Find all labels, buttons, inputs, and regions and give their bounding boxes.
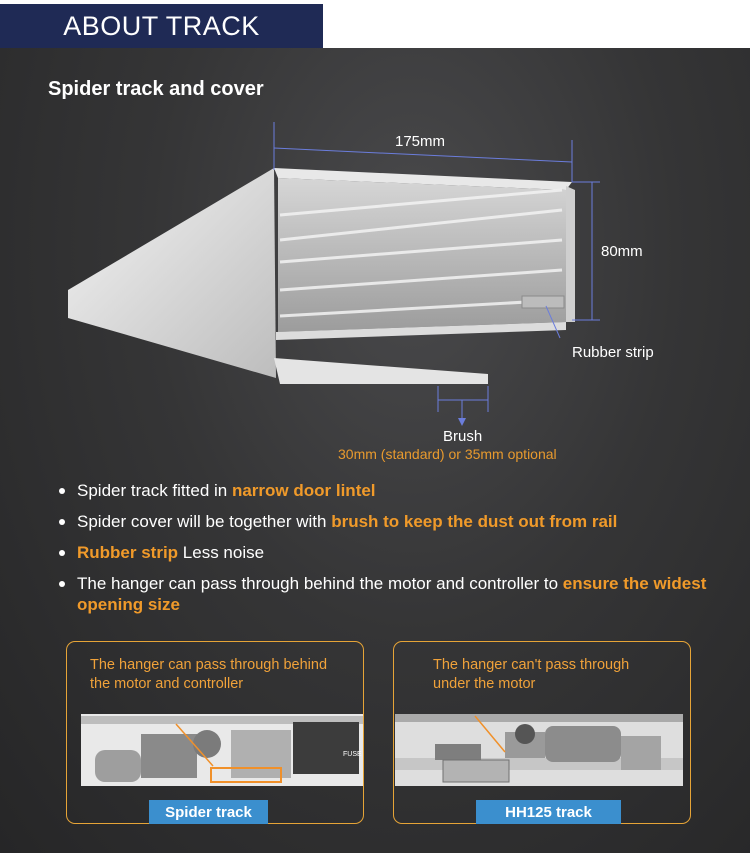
fuse-label: FUSE: [343, 751, 362, 758]
feature-item: Rubber strip Less noise: [58, 542, 738, 563]
feature-list: Spider track fitted in narrow door linte…: [58, 480, 738, 625]
track-right-wall: [566, 186, 575, 322]
section-subtitle: Spider track and cover: [48, 78, 264, 100]
hh125-track-compare-box: The hanger can't pass through under the …: [393, 641, 691, 824]
track-top-lip: [274, 168, 572, 190]
hh125-track-photo: [395, 714, 683, 786]
feature-item: The hanger can pass through behind the m…: [58, 573, 738, 615]
spider-track-photo: FUSE: [81, 714, 363, 786]
width-dimension: 175mm: [395, 133, 446, 150]
spider-track-compare-box: The hanger can pass through behind the m…: [66, 641, 364, 824]
track-profile-diagram: [68, 122, 600, 426]
hh125-track-note: The hanger can't pass through under the …: [433, 657, 630, 692]
rubber-strip-label: Rubber strip: [572, 344, 654, 361]
hh125-track-tag: HH125 track: [476, 800, 621, 824]
feature-item: Spider cover will be together with brush…: [58, 511, 738, 532]
rubber-strip-slot: [521, 295, 565, 309]
track-bottom-cover: [274, 358, 488, 384]
spider-track-note: The hanger can pass through behind the m…: [90, 657, 328, 692]
page-title: ABOUT TRACK: [0, 4, 323, 48]
track-side-face: [68, 168, 276, 378]
height-dimension: 80mm: [601, 243, 643, 260]
bottom-band: [0, 853, 750, 864]
feature-item: Spider track fitted in narrow door linte…: [58, 480, 738, 501]
brush-label: Brush: [443, 428, 483, 445]
brush-option-note: 30mm (standard) or 35mm optional: [338, 446, 557, 462]
spider-track-tag: Spider track: [149, 800, 268, 824]
